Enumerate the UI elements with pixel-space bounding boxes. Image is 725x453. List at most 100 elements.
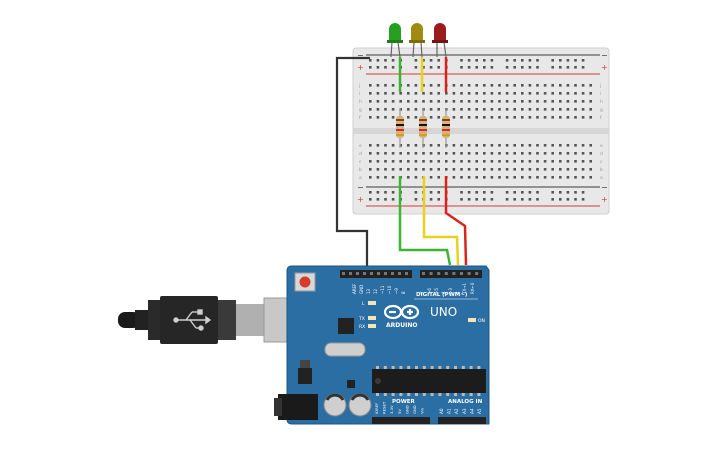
breadboard-hole[interactable] bbox=[483, 108, 486, 111]
breadboard-hole[interactable] bbox=[551, 100, 554, 103]
breadboard-hole[interactable] bbox=[437, 198, 440, 201]
breadboard-hole[interactable] bbox=[536, 191, 539, 194]
breadboard-hole[interactable] bbox=[407, 160, 410, 163]
breadboard-hole[interactable] bbox=[559, 116, 562, 119]
breadboard-hole[interactable] bbox=[475, 116, 478, 119]
breadboard-hole[interactable] bbox=[574, 59, 577, 62]
breadboard-hole[interactable] bbox=[414, 144, 418, 147]
breadboard-hole[interactable] bbox=[414, 100, 418, 103]
breadboard-hole[interactable] bbox=[536, 144, 539, 147]
breadboard-hole[interactable] bbox=[581, 168, 585, 171]
breadboard-hole[interactable] bbox=[566, 176, 570, 179]
breadboard-hole[interactable] bbox=[437, 84, 440, 87]
breadboard-hole[interactable] bbox=[528, 116, 532, 119]
breadboard-hole[interactable] bbox=[475, 84, 478, 87]
breadboard-hole[interactable] bbox=[407, 168, 410, 171]
breadboard-hole[interactable] bbox=[536, 160, 539, 163]
breadboard-hole[interactable] bbox=[369, 100, 372, 103]
breadboard-hole[interactable] bbox=[513, 59, 516, 62]
breadboard-hole[interactable] bbox=[391, 100, 395, 103]
breadboard-hole[interactable] bbox=[475, 92, 478, 95]
breadboard-hole[interactable] bbox=[574, 108, 577, 111]
breadboard-hole[interactable] bbox=[589, 100, 592, 103]
breadboard-hole[interactable] bbox=[483, 59, 486, 62]
breadboard-hole[interactable] bbox=[475, 144, 478, 147]
breadboard-hole[interactable] bbox=[551, 144, 554, 147]
breadboard-hole[interactable] bbox=[551, 116, 554, 119]
breadboard-holes[interactable] bbox=[369, 59, 592, 201]
breadboard-hole[interactable] bbox=[581, 198, 585, 201]
breadboard-hole[interactable] bbox=[399, 168, 402, 171]
breadboard-hole[interactable] bbox=[574, 191, 577, 194]
breadboard-hole[interactable] bbox=[483, 191, 486, 194]
breadboard-hole[interactable] bbox=[513, 176, 516, 179]
breadboard-hole[interactable] bbox=[376, 59, 380, 62]
breadboard-hole[interactable] bbox=[581, 191, 585, 194]
breadboard-hole[interactable] bbox=[543, 144, 547, 147]
breadboard-hole[interactable] bbox=[391, 59, 395, 62]
breadboard-hole[interactable] bbox=[581, 108, 585, 111]
breadboard-hole[interactable] bbox=[369, 168, 372, 171]
breadboard-hole[interactable] bbox=[422, 100, 425, 103]
breadboard-hole[interactable] bbox=[467, 92, 471, 95]
breadboard-hole[interactable] bbox=[399, 100, 402, 103]
breadboard-hole[interactable] bbox=[490, 168, 494, 171]
breadboard-hole[interactable] bbox=[483, 116, 486, 119]
breadboard-hole[interactable] bbox=[574, 152, 577, 155]
breadboard-hole[interactable] bbox=[581, 92, 585, 95]
breadboard-hole[interactable] bbox=[376, 116, 380, 119]
breadboard-hole[interactable] bbox=[581, 84, 585, 87]
breadboard-hole[interactable] bbox=[498, 152, 501, 155]
breadboard-hole[interactable] bbox=[513, 152, 516, 155]
breadboard-hole[interactable] bbox=[445, 160, 448, 163]
breadboard-hole[interactable] bbox=[475, 176, 478, 179]
breadboard-hole[interactable] bbox=[581, 152, 585, 155]
breadboard-hole[interactable] bbox=[429, 144, 433, 147]
breadboard-hole[interactable] bbox=[460, 160, 463, 163]
breadboard-hole[interactable] bbox=[566, 108, 570, 111]
breadboard-hole[interactable] bbox=[460, 108, 463, 111]
breadboard-hole[interactable] bbox=[528, 168, 532, 171]
breadboard-hole[interactable] bbox=[521, 168, 524, 171]
breadboard-hole[interactable] bbox=[414, 160, 418, 163]
breadboard-hole[interactable] bbox=[543, 92, 547, 95]
breadboard-hole[interactable] bbox=[475, 66, 478, 69]
breadboard-hole[interactable] bbox=[521, 84, 524, 87]
breadboard-hole[interactable] bbox=[536, 116, 539, 119]
breadboard-hole[interactable] bbox=[536, 66, 539, 69]
breadboard-hole[interactable] bbox=[369, 59, 372, 62]
breadboard-hole[interactable] bbox=[422, 152, 425, 155]
breadboard-hole[interactable] bbox=[391, 108, 395, 111]
breadboard-hole[interactable] bbox=[528, 160, 532, 163]
breadboard-hole[interactable] bbox=[543, 176, 547, 179]
breadboard-hole[interactable] bbox=[376, 160, 380, 163]
breadboard-hole[interactable] bbox=[536, 92, 539, 95]
breadboard-hole[interactable] bbox=[452, 92, 456, 95]
breadboard-hole[interactable] bbox=[581, 176, 585, 179]
breadboard-hole[interactable] bbox=[528, 176, 532, 179]
breadboard-hole[interactable] bbox=[376, 198, 380, 201]
breadboard-hole[interactable] bbox=[490, 144, 494, 147]
breadboard-hole[interactable] bbox=[559, 100, 562, 103]
breadboard-hole[interactable] bbox=[589, 152, 592, 155]
breadboard-hole[interactable] bbox=[574, 176, 577, 179]
breadboard-hole[interactable] bbox=[543, 168, 547, 171]
breadboard-hole[interactable] bbox=[429, 66, 433, 69]
breadboard-hole[interactable] bbox=[566, 116, 570, 119]
breadboard-hole[interactable] bbox=[422, 160, 425, 163]
breadboard-hole[interactable] bbox=[559, 168, 562, 171]
breadboard-hole[interactable] bbox=[475, 108, 478, 111]
breadboard-hole[interactable] bbox=[369, 116, 372, 119]
breadboard-hole[interactable] bbox=[505, 92, 509, 95]
breadboard-hole[interactable] bbox=[429, 59, 433, 62]
breadboard-hole[interactable] bbox=[467, 198, 471, 201]
breadboard-hole[interactable] bbox=[452, 152, 456, 155]
breadboard-hole[interactable] bbox=[399, 108, 402, 111]
breadboard-hole[interactable] bbox=[437, 108, 440, 111]
power-header[interactable] bbox=[372, 417, 430, 424]
breadboard-hole[interactable] bbox=[483, 144, 486, 147]
breadboard-hole[interactable] bbox=[505, 144, 509, 147]
breadboard-hole[interactable] bbox=[551, 198, 554, 201]
breadboard-hole[interactable] bbox=[536, 84, 539, 87]
